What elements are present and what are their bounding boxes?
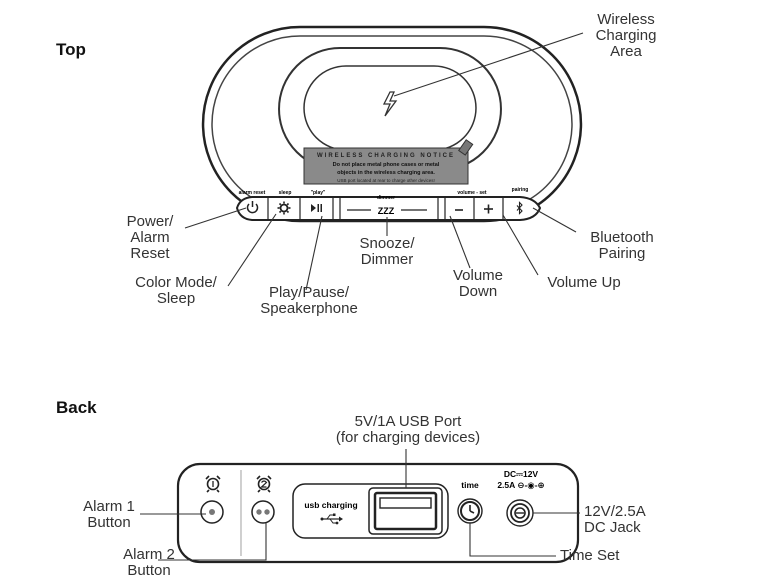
- bluetooth-icon[interactable]: [516, 201, 523, 215]
- plus-icon[interactable]: [484, 204, 493, 214]
- play-pause-icon[interactable]: [311, 204, 322, 212]
- callout-bluetooth-pairing: Bluetooth Pairing: [590, 229, 654, 262]
- callout-power-alarm-reset: Power/ Alarm Reset: [126, 213, 174, 262]
- pairing-label: pairing: [512, 187, 529, 193]
- top-leader-lines: [184, 32, 584, 291]
- play-label: "play": [311, 190, 326, 196]
- snooze-button[interactable]: ZZZ: [347, 206, 427, 216]
- dc-spec-line-2: 2.5A ⊖-◉-⊕: [497, 480, 544, 490]
- usb-symbol-icon: [320, 513, 343, 525]
- usb-charging-label: usb charging: [304, 500, 357, 510]
- time-set-button[interactable]: [457, 498, 483, 524]
- wireless-charging-notice: WIRELESS CHARGING NOTICE Do not place me…: [303, 139, 474, 185]
- snooze-text: ZZZ: [378, 206, 395, 216]
- callout-dc-jack: 12V/2.5A DC Jack: [584, 503, 646, 536]
- button-strip: alarm reset sleep "play" dimmer volume -…: [235, 187, 542, 221]
- dimmer-label: dimmer: [377, 195, 395, 201]
- volume-set-label: volume - set: [457, 190, 487, 196]
- callout-time-set: Time Set: [560, 547, 620, 564]
- color-mode-icon[interactable]: [277, 201, 291, 215]
- callout-snooze-dimmer: Snooze/ Dimmer: [359, 235, 415, 268]
- callout-alarm-1-button: Alarm 1 Button: [83, 498, 135, 531]
- top-view-device: WIRELESS CHARGING NOTICE Do not place me…: [201, 25, 583, 223]
- callout-play-pause: Play/Pause/ Speakerphone: [260, 284, 358, 317]
- alarm-1-button[interactable]: [200, 500, 224, 524]
- alarm-reset-label: alarm reset: [239, 190, 266, 196]
- power-icon[interactable]: [246, 201, 259, 214]
- alarm-2-button[interactable]: [251, 500, 275, 524]
- notice-heading: WIRELESS CHARGING NOTICE: [317, 153, 455, 159]
- alarm-2-icon: [256, 475, 272, 493]
- dc-spec-line-1: DC⎓12V: [504, 469, 539, 479]
- back-leader-lines: [140, 449, 580, 561]
- dc-jack[interactable]: [506, 499, 534, 527]
- alarm-1-icon: [205, 475, 221, 493]
- top-section-title: Top: [56, 40, 86, 59]
- time-label: time: [461, 480, 479, 490]
- callout-volume-down: Volume Down: [452, 267, 504, 300]
- lightning-icon: [382, 91, 398, 117]
- back-view-device: usb charging time: [176, 462, 580, 564]
- sleep-label: sleep: [279, 190, 292, 196]
- callout-color-mode-sleep: Color Mode/ Sleep: [135, 274, 217, 307]
- callout-alarm-2-button: Alarm 2 Button: [123, 546, 175, 579]
- usb-charging-panel: usb charging: [292, 483, 449, 539]
- notice-line-2: objects in the wireless charging area.: [337, 170, 435, 176]
- notice-line-3: USB port located at rear to charge other…: [337, 178, 435, 183]
- callout-wireless-charging: Wireless Charging Area: [595, 11, 657, 60]
- callout-usb-port: 5V/1A USB Port (for charging devices): [335, 413, 481, 446]
- usb-port[interactable]: [368, 487, 443, 535]
- notice-line-1: Do not place metal phone cases or metal: [333, 162, 440, 168]
- back-section-title: Back: [56, 398, 97, 417]
- callout-volume-up: Volume Up: [547, 274, 621, 291]
